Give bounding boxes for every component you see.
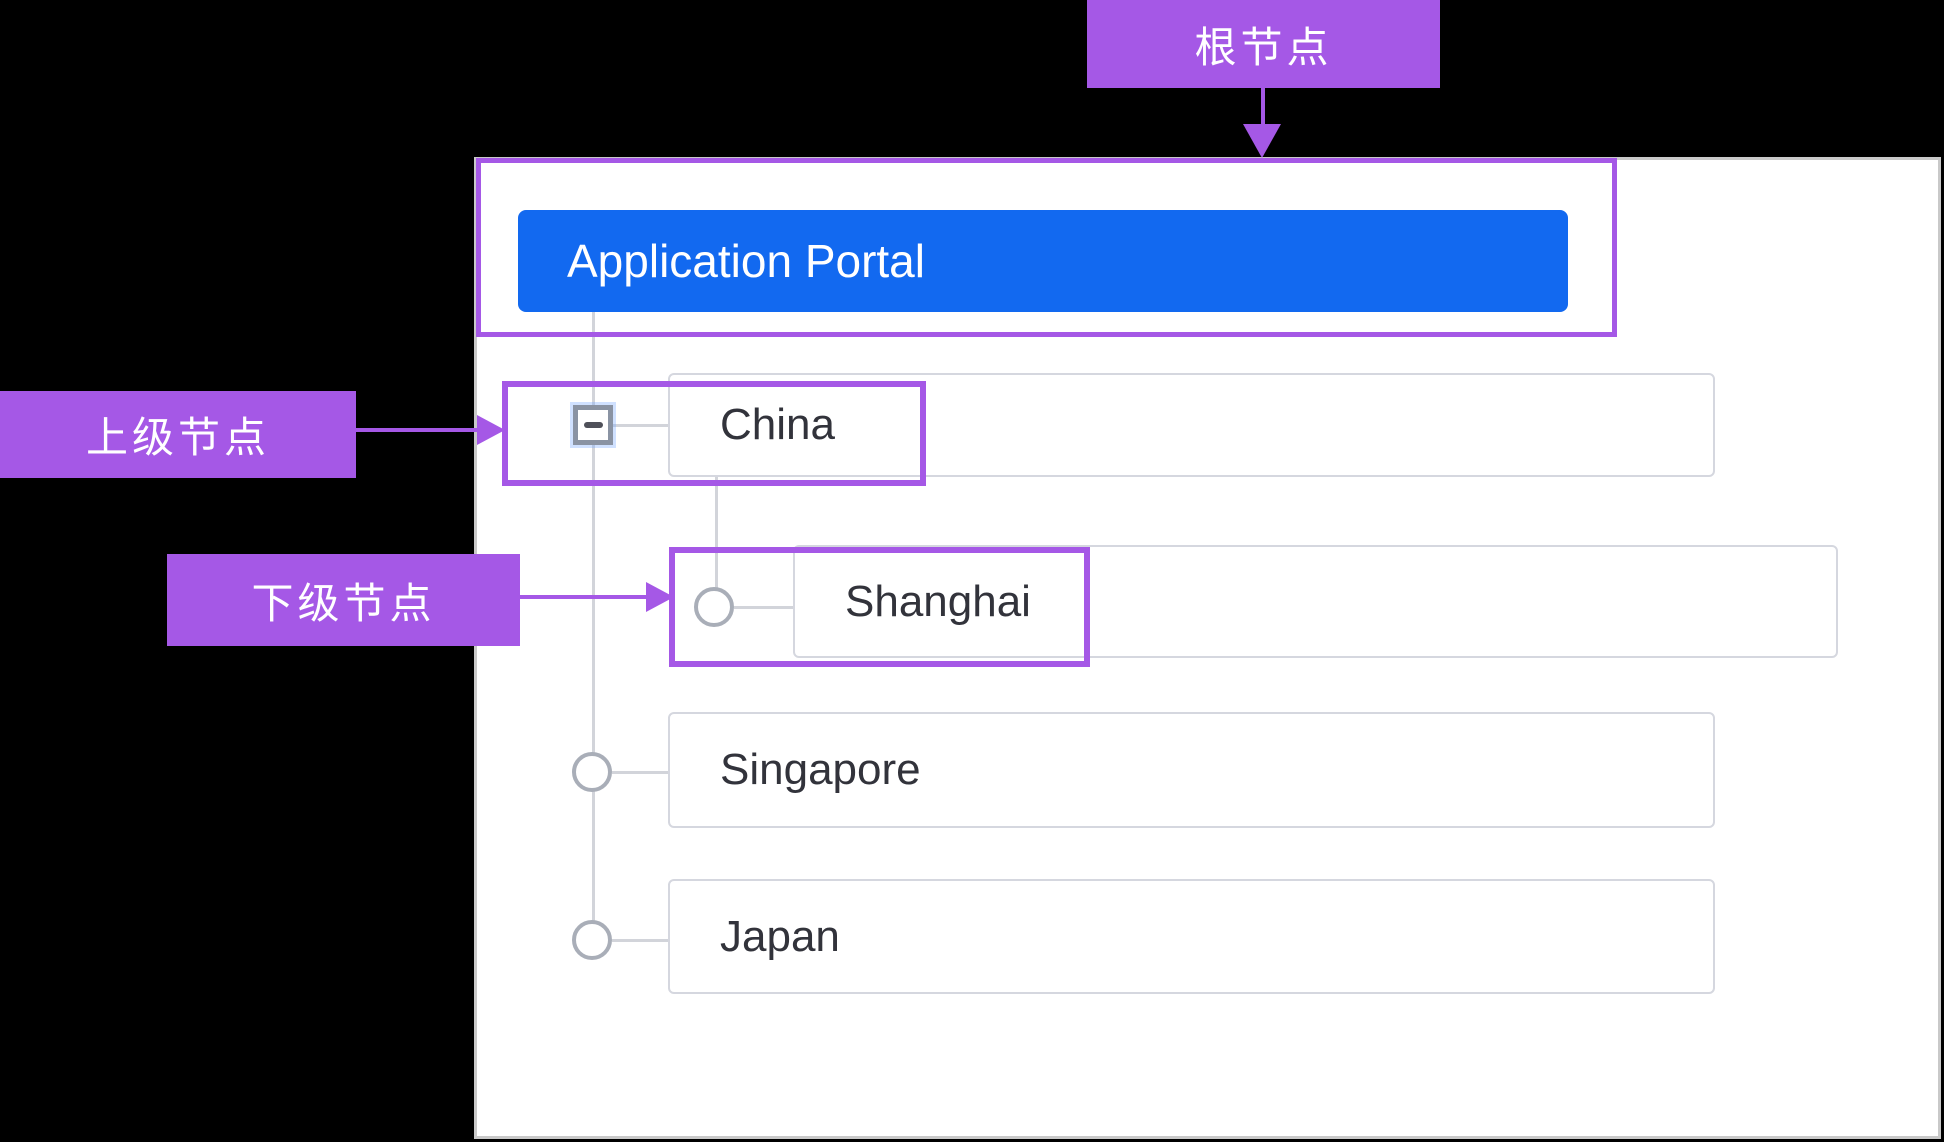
tree-node-shanghai[interactable]: Shanghai xyxy=(793,545,1838,658)
annotation-text: 上级节点 xyxy=(85,414,270,461)
minus-glyph xyxy=(583,422,603,428)
annotation-text: 根节点 xyxy=(1194,23,1333,71)
tree-node-china[interactable]: China xyxy=(668,373,1715,477)
annotation-label-parent-node: 上级节点 xyxy=(0,391,356,478)
connector-japan-stub xyxy=(612,939,668,942)
collapse-minus-icon[interactable] xyxy=(573,405,613,445)
connector-shanghai-stub xyxy=(734,606,793,609)
tree-node-japan[interactable]: Japan xyxy=(668,879,1715,994)
annotation-arrow-child-head-icon xyxy=(646,582,674,612)
leaf-circle-icon-singapore[interactable] xyxy=(572,752,612,792)
tree-node-root-selected[interactable]: Application Portal xyxy=(518,210,1568,312)
node-label: Singapore xyxy=(720,745,921,794)
node-label: Shanghai xyxy=(845,576,1031,626)
leaf-circle-icon-japan[interactable] xyxy=(572,920,612,960)
annotation-arrow-root-line xyxy=(1261,88,1265,126)
leaf-circle-icon-shanghai[interactable] xyxy=(694,587,734,627)
tree-node-singapore[interactable]: Singapore xyxy=(668,712,1715,828)
connector-singapore-stub xyxy=(612,771,668,774)
annotation-text: 下级节点 xyxy=(251,579,436,627)
annotation-arrow-child-line xyxy=(520,595,648,599)
annotation-arrow-parent-line xyxy=(355,428,479,432)
annotation-label-child-node: 下级节点 xyxy=(167,554,520,646)
connector-china-vertical xyxy=(715,477,718,589)
annotation-label-root-node: 根节点 xyxy=(1087,0,1440,88)
annotation-arrow-root-head-icon xyxy=(1243,124,1281,158)
connector-root-vertical xyxy=(592,312,595,921)
root-node-label: Application Portal xyxy=(567,235,925,287)
node-label: China xyxy=(720,400,835,449)
connector-china-stub xyxy=(613,424,668,427)
node-label: Japan xyxy=(720,911,840,961)
annotation-arrow-parent-head-icon xyxy=(477,415,505,445)
